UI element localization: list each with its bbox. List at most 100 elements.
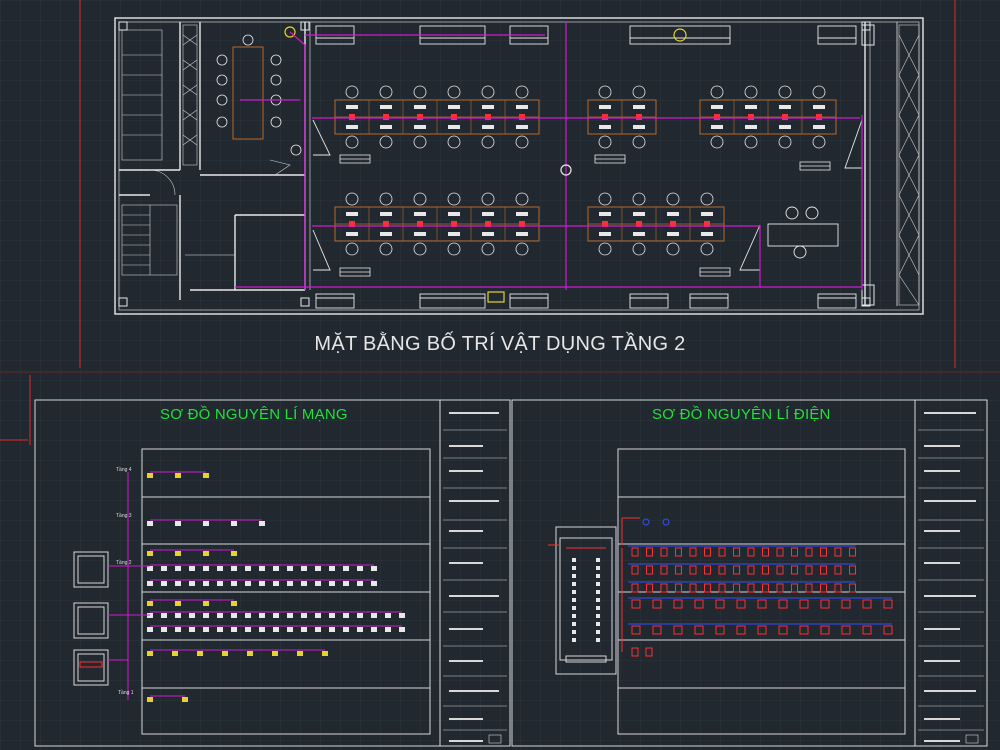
chair <box>812 85 826 99</box>
net-port <box>217 627 223 632</box>
circuit-breaker <box>718 547 726 557</box>
titleblock-text <box>924 530 960 532</box>
network-titleblock <box>443 412 507 744</box>
monitor <box>701 212 713 216</box>
panel-breaker <box>572 598 576 602</box>
monitor <box>380 125 392 129</box>
light-point <box>662 518 670 526</box>
net-port <box>343 613 349 618</box>
monitor <box>711 125 723 129</box>
outer-walls <box>114 17 924 315</box>
circuit-breaker <box>704 565 711 575</box>
net-port <box>259 521 265 526</box>
electrical-diagram-sheet[interactable] <box>511 399 988 747</box>
monitor <box>380 212 392 216</box>
net-port <box>357 613 363 618</box>
circuit-breaker <box>841 599 851 609</box>
distribution-panel <box>548 517 640 675</box>
outlet <box>636 114 642 120</box>
circuit-breaker <box>631 647 639 657</box>
titleblock-text <box>449 500 499 502</box>
manager-desk <box>767 206 839 259</box>
chair <box>812 135 826 149</box>
monitor <box>380 232 392 236</box>
titleblock-stamp <box>488 734 502 744</box>
panel-breaker <box>572 566 576 570</box>
net-port <box>231 613 237 618</box>
monitor <box>779 125 791 129</box>
electrical-circuits[interactable] <box>572 518 893 657</box>
desk-clusters[interactable] <box>334 85 837 256</box>
net-port <box>203 627 209 632</box>
circuit-breaker <box>791 583 798 593</box>
chair <box>666 242 680 256</box>
panel-breaker <box>572 614 576 618</box>
panel-breaker <box>596 606 600 610</box>
net-port <box>343 581 349 586</box>
chair <box>447 135 461 149</box>
chair <box>778 135 792 149</box>
monitor <box>346 105 358 109</box>
net-port <box>247 651 253 656</box>
network-diagram-title: SƠ ĐỒ NGUYÊN LÍ MẠNG <box>160 406 348 423</box>
circuit-breaker <box>883 599 893 609</box>
network-nodes[interactable] <box>108 471 405 702</box>
titleblock-text <box>449 628 483 630</box>
circuit-breaker <box>747 547 755 557</box>
light-point <box>642 518 650 526</box>
network-diagram-sheet[interactable] <box>34 399 511 747</box>
monitor <box>414 125 426 129</box>
stair-left <box>121 29 291 276</box>
net-port <box>161 613 167 618</box>
circuit-breaker <box>715 599 725 609</box>
circuit-breaker <box>820 565 827 575</box>
net-port <box>189 581 195 586</box>
wall-cabinets <box>315 25 857 309</box>
monitor <box>667 212 679 216</box>
circuit-breaker <box>675 547 682 557</box>
chair <box>481 135 495 149</box>
panel-breaker <box>596 590 600 594</box>
titleblock-text <box>924 562 960 564</box>
outlet <box>417 221 423 227</box>
net-port <box>273 566 279 571</box>
net-port <box>259 627 265 632</box>
net-port <box>245 627 251 632</box>
outlet <box>816 114 822 120</box>
chair <box>345 192 359 206</box>
circuit-breaker <box>778 625 788 635</box>
sheet-border-upper <box>0 0 1000 445</box>
circuit-breaker <box>689 583 697 593</box>
circuit-breaker <box>762 583 769 593</box>
outlet <box>383 221 389 227</box>
panel-breaker <box>596 614 600 618</box>
net-port <box>189 627 195 632</box>
net-port <box>287 613 293 618</box>
titleblock-text <box>449 562 483 564</box>
circuit-breaker <box>762 565 769 575</box>
monitor <box>448 212 460 216</box>
circuit-breaker <box>645 647 653 657</box>
net-port <box>343 566 349 571</box>
outlet <box>485 114 491 120</box>
net-port <box>297 651 303 656</box>
chair <box>413 135 427 149</box>
outlet <box>485 221 491 227</box>
panel-breaker <box>596 622 600 626</box>
elevator-shaft <box>182 24 198 166</box>
net-port <box>371 566 377 571</box>
chair <box>778 85 792 99</box>
circuit-breaker <box>646 565 653 575</box>
panel-breaker <box>572 622 576 626</box>
titleblock-text <box>924 470 960 472</box>
circuit-breaker <box>849 547 856 557</box>
net-port <box>399 627 405 632</box>
net-port <box>322 651 328 656</box>
circuit-breaker <box>646 583 653 593</box>
chair <box>632 192 646 206</box>
floor-plan[interactable] <box>114 17 924 315</box>
chair <box>447 85 461 99</box>
monitor <box>448 105 460 109</box>
net-port <box>175 601 181 606</box>
